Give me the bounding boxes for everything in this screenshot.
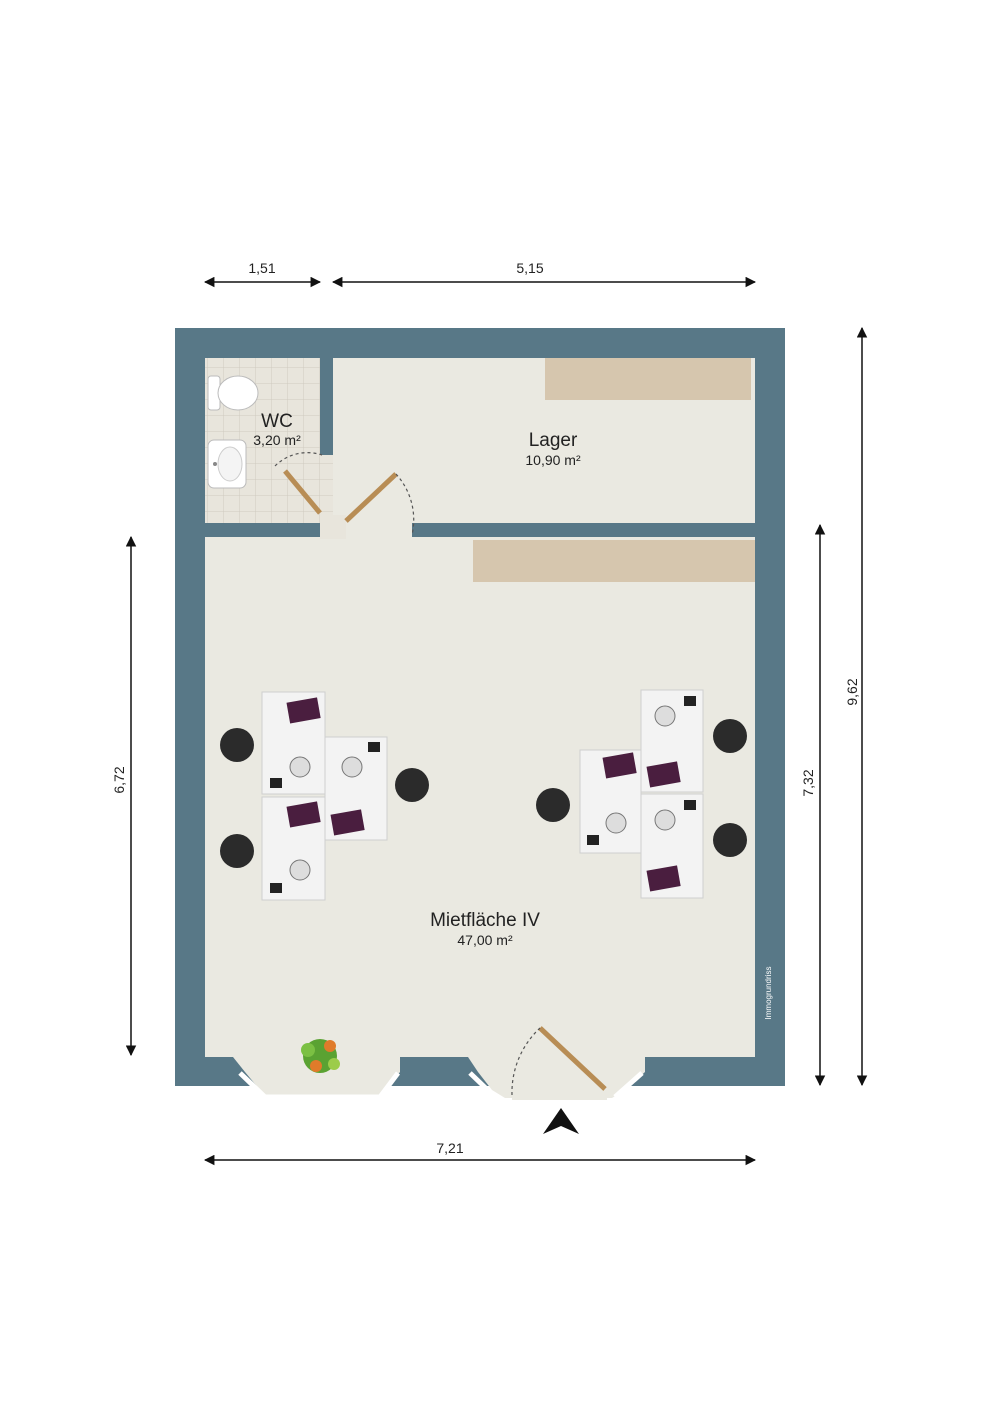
- lager-shelf: [545, 358, 751, 400]
- chairs-left: [220, 728, 429, 868]
- chair: [395, 768, 429, 802]
- lager-doorway: [346, 515, 412, 539]
- toilet-icon: [207, 375, 259, 411]
- chair: [536, 788, 570, 822]
- dim-top-left: 1,51: [248, 260, 275, 276]
- entry-opening: [512, 1084, 607, 1100]
- watermark: Immogrundriss: [764, 967, 773, 1020]
- chair: [713, 823, 747, 857]
- wc-door: [274, 452, 323, 515]
- bay-window-left: [233, 1057, 400, 1098]
- room-area-main: 47,00 m²: [457, 932, 513, 948]
- dim-right-outer: 9,62: [844, 678, 860, 705]
- dim-right-inner: 7,32: [800, 769, 816, 796]
- dim-left: 6,72: [111, 766, 127, 793]
- dim-bottom: 7,21: [436, 1140, 463, 1156]
- room-name-main: Mietfläche IV: [430, 910, 540, 931]
- chair: [220, 728, 254, 762]
- plant-icon: [301, 1039, 340, 1073]
- window-glass-right-a: [468, 1071, 497, 1099]
- sink-icon: [207, 439, 247, 489]
- entry-door: [511, 1026, 607, 1096]
- chair: [220, 834, 254, 868]
- window-glass-left: [238, 1071, 400, 1100]
- desk-cluster-right: [579, 689, 704, 899]
- lager-door: [344, 472, 415, 536]
- window-glass-right-b: [613, 1071, 644, 1099]
- desk-cluster-left: [261, 691, 388, 901]
- main-shelf: [473, 540, 755, 582]
- dim-top-right: 5,15: [516, 260, 543, 276]
- room-name-wc: WC: [261, 411, 293, 432]
- room-area-wc: 3,20 m²: [253, 432, 301, 448]
- wc-doorway: [320, 515, 346, 539]
- chairs-right: [536, 719, 747, 857]
- room-area-lager: 10,90 m²: [525, 452, 581, 468]
- chair: [713, 719, 747, 753]
- room-name-lager: Lager: [529, 430, 578, 451]
- entrance-arrow-icon: [543, 1108, 579, 1134]
